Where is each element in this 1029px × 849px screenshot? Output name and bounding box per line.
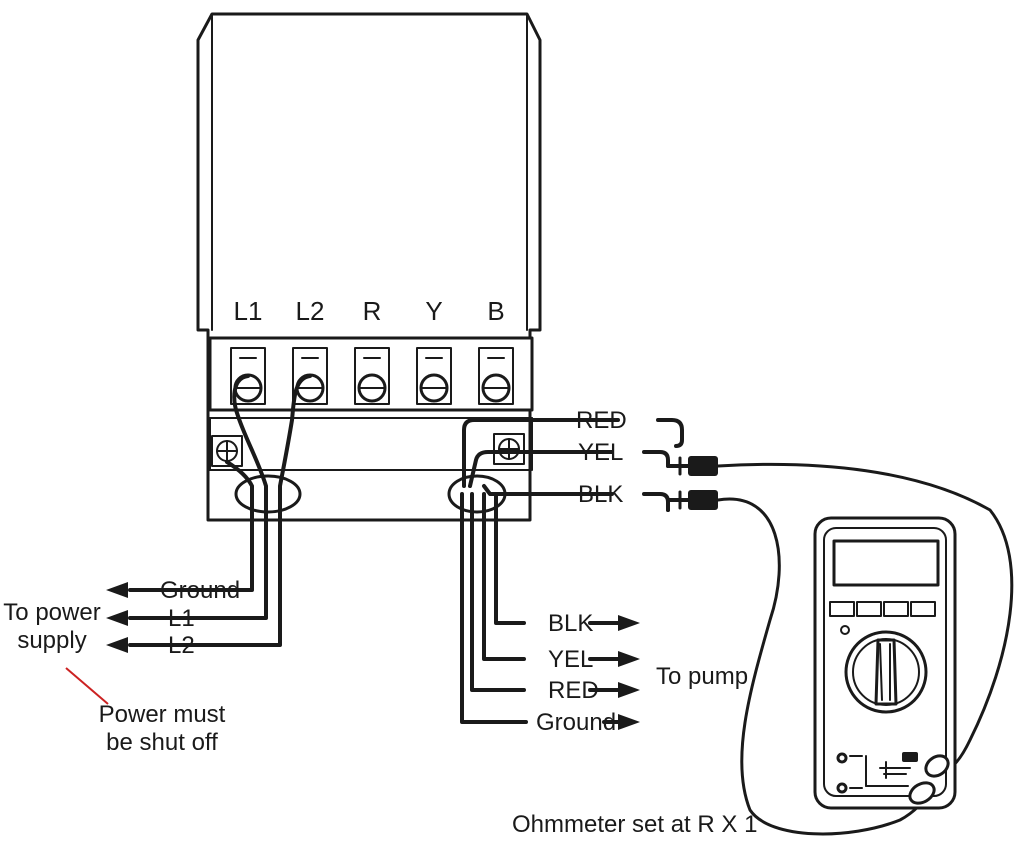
pump-wire-label-yel: YEL: [548, 646, 593, 673]
terminal-screw-b: [478, 347, 514, 405]
probe-clip-yel: [666, 456, 718, 476]
warning-leader-line: [65, 667, 109, 705]
meter-selector-dial: [844, 630, 928, 714]
supply-wire-label-l2: L2: [168, 632, 195, 659]
lead-label-yel: YEL: [578, 439, 623, 466]
power-supply-label-line1: To power: [3, 599, 100, 626]
terminal-screw-r: [354, 347, 390, 405]
pump-wires: [460, 418, 684, 730]
terminal-screw-y: [416, 347, 452, 405]
meter-caption: Ohmmeter set at R X 1: [512, 811, 757, 838]
lead-label-blk: BLK: [578, 481, 623, 508]
test-lead-black: [716, 497, 930, 836]
supply-wire-label-l1: L1: [168, 605, 195, 632]
terminal-label-r: R: [363, 296, 382, 326]
supply-wires: [106, 374, 312, 653]
power-supply-label-line2: supply: [17, 627, 86, 654]
multimeter: [813, 516, 957, 810]
probe-clip-blk: [666, 490, 718, 512]
warning-label-line2: be shut off: [106, 729, 218, 756]
pump-destination-label: To pump: [656, 663, 748, 690]
terminal-screw-l2: [292, 347, 328, 405]
test-lead-red: [716, 462, 1014, 772]
ground-screw-right: [493, 433, 525, 465]
terminal-label-l2: L2: [296, 296, 325, 326]
meter-button-2: [856, 601, 882, 617]
meter-button-3: [883, 601, 909, 617]
pump-wire-label-blk: BLK: [548, 610, 593, 637]
pump-wire-label-ground: Ground: [536, 709, 616, 736]
meter-button-1: [829, 601, 855, 617]
terminal-label-l1: L1: [234, 296, 263, 326]
meter-probe-red: [924, 754, 950, 778]
meter-probe-black: [908, 781, 936, 805]
supply-wire-label-ground: Ground: [160, 577, 240, 604]
terminal-label-b: B: [487, 296, 504, 326]
meter-display: [832, 539, 940, 587]
meter-input-jacks: [836, 752, 918, 794]
pump-wire-label-red: RED: [548, 677, 599, 704]
warning-label-line1: Power must: [99, 701, 226, 728]
lead-label-red: RED: [576, 407, 627, 434]
terminal-label-y: Y: [425, 296, 442, 326]
meter-button-4: [910, 601, 936, 617]
